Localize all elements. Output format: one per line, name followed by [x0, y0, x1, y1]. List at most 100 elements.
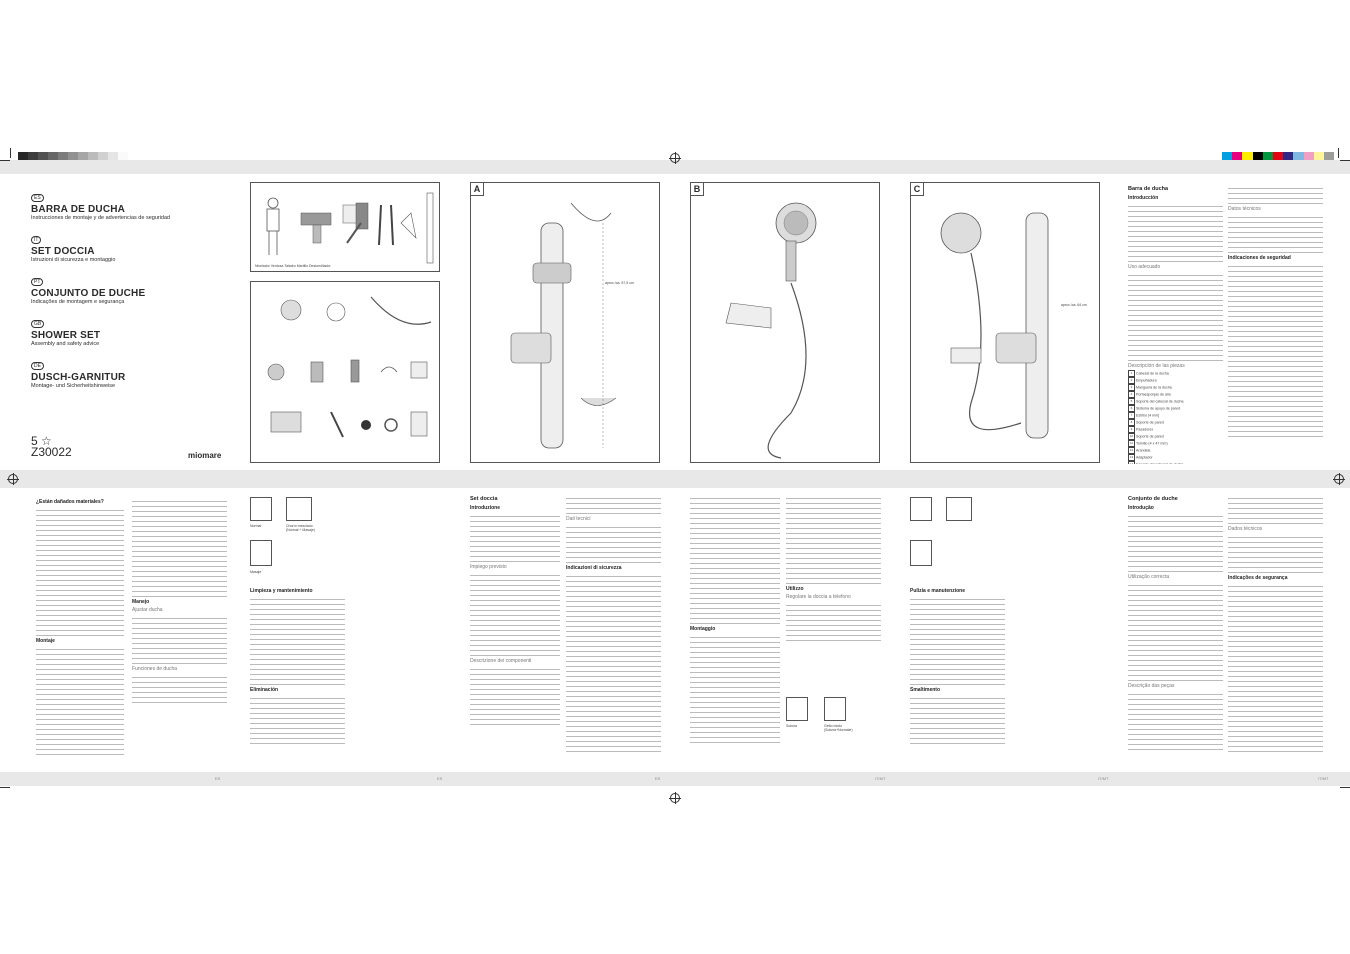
thumb-massage — [250, 540, 272, 566]
es-use-heading: Uso adecuado — [1128, 264, 1161, 270]
crop-mark — [0, 787, 10, 788]
part-name: Pasadores — [1136, 427, 1154, 432]
gray-swatch — [48, 152, 58, 160]
crop-mark — [1340, 160, 1350, 161]
page-number: ES — [437, 776, 443, 781]
dimension-label-c: aprox./ca. 64 cm — [1061, 303, 1087, 307]
grayscale-strip — [18, 152, 128, 160]
part-name: Soporte del cabezal de ducha — [1136, 462, 1184, 464]
es-intro-heading: Introducción — [1128, 195, 1159, 201]
part-number: 13 — [1128, 454, 1135, 461]
part-name: Manguera de la ducha — [1136, 385, 1172, 390]
title-es: BARRA DE DUCHA — [31, 204, 126, 215]
model-number: Z30022 — [31, 445, 72, 459]
part-number: 12 — [1128, 447, 1135, 454]
es-manejo-heading: Manejo — [132, 599, 150, 605]
pt-col2: Dados técnicos Indicações de segurança — [1228, 494, 1323, 764]
crop-mark — [1338, 148, 1339, 158]
it-col1: Set doccia Introduzione Impiego previsto… — [470, 494, 560, 764]
it-col3: Montaggio — [690, 494, 780, 764]
thumb-normal-it — [910, 497, 932, 521]
color-swatch — [1323, 152, 1335, 160]
subtitle-pt: Indicações de montagem e segurança — [31, 299, 125, 305]
title-gb: SHOWER SET — [31, 330, 101, 341]
thumb-normal — [250, 497, 272, 521]
bottom-band — [0, 772, 1350, 786]
part-name: Cabezal de la ducha — [1136, 371, 1169, 376]
color-swatch — [1293, 152, 1304, 160]
page-number: IT/MT — [1098, 776, 1109, 781]
subtitle-es: Instrucciones de montaje y de advertenci… — [31, 215, 171, 221]
page-number: ES — [655, 776, 661, 781]
page-number: IT/MT — [1318, 776, 1329, 781]
part-number: 4 — [1128, 391, 1135, 398]
brand-logo: miomare — [188, 451, 222, 460]
gray-swatch — [58, 152, 68, 160]
registration-mark — [1333, 473, 1345, 485]
it-col2: Dati tecnici Indicazioni di sicurezza — [566, 494, 661, 764]
gray-swatch — [108, 152, 118, 160]
thumb-mixed — [286, 497, 312, 521]
gray-swatch — [28, 152, 38, 160]
gray-swatch — [78, 152, 88, 160]
parts-list-item: 14Soporte del cabezal de ducha — [1128, 461, 1223, 464]
part-name: Sistema de apoyo de pared — [1136, 406, 1180, 411]
tools-panel: Nivelador Ventosa Taladro Martillo Desto… — [250, 182, 440, 272]
panel-label-a: A — [471, 183, 484, 196]
diagram-b-panel: B — [690, 182, 880, 463]
cover-titles: ES BARRA DE DUCHA Instrucciones de monta… — [31, 186, 231, 396]
diagram-c-illustration — [940, 212, 1049, 439]
thumb-massage-it — [910, 540, 932, 566]
color-swatch — [1252, 152, 1263, 160]
part-name: Empuñadura — [1136, 378, 1157, 383]
star-rating: 5 ☆ — [31, 434, 52, 448]
es-eliminacion-heading: Eliminación — [250, 687, 279, 693]
top-band — [0, 160, 1350, 174]
lang-badge: GB — [31, 320, 45, 328]
gray-swatch — [18, 152, 28, 160]
lang-badge: IT — [31, 236, 42, 244]
crop-mark — [10, 148, 11, 158]
gray-swatch — [88, 152, 98, 160]
part-name: Arandela — [1136, 448, 1151, 453]
gray-swatch — [98, 152, 108, 160]
color-swatch — [1303, 152, 1314, 160]
part-number: 6 — [1128, 405, 1135, 412]
es-bottom-col1: ¿Están dañados materiales? Montaje — [36, 497, 124, 762]
crop-mark — [1340, 787, 1350, 788]
part-name: Soporte del cabezal de ducha — [1136, 399, 1184, 404]
diagram-c-panel: C aprox./ca. 64 cm — [910, 182, 1100, 463]
subtitle-gb: Assembly and safety advice — [31, 341, 100, 347]
part-number: 11 — [1128, 440, 1135, 447]
color-swatch — [1232, 152, 1243, 160]
crop-mark — [0, 160, 10, 161]
color-swatch — [1262, 152, 1273, 160]
color-swatch — [1242, 152, 1253, 160]
thumb-getto — [824, 697, 846, 721]
es-limpieza-heading: Limpieza y mantenimiento — [250, 588, 313, 594]
part-number: 8 — [1128, 419, 1135, 426]
diagram-a-illustration — [510, 202, 617, 449]
subtitle-it: Istruzioni di sicurezza e montaggio — [31, 257, 116, 263]
lang-badge: ES — [31, 194, 44, 202]
es-panel-title: Barra de ducha — [1128, 186, 1169, 192]
es-panel-text: Barra de ducha Introducción Uso adecuado… — [1128, 184, 1223, 464]
registration-mark — [669, 152, 681, 164]
es-montaje-heading: Montaje — [36, 638, 55, 644]
part-name: Soporte de pared — [1136, 434, 1164, 439]
dimension-label-a: aprox./ca. 57,5 cm — [605, 281, 634, 285]
part-number: 1 — [1128, 370, 1135, 377]
es-bottom-col2: Manejo Ajustar ducha Funciones de ducha — [132, 497, 227, 762]
color-swatch — [1283, 152, 1294, 160]
gray-swatch — [68, 152, 78, 160]
part-number: 2 — [1128, 377, 1135, 384]
lang-badge: DE — [31, 362, 44, 370]
